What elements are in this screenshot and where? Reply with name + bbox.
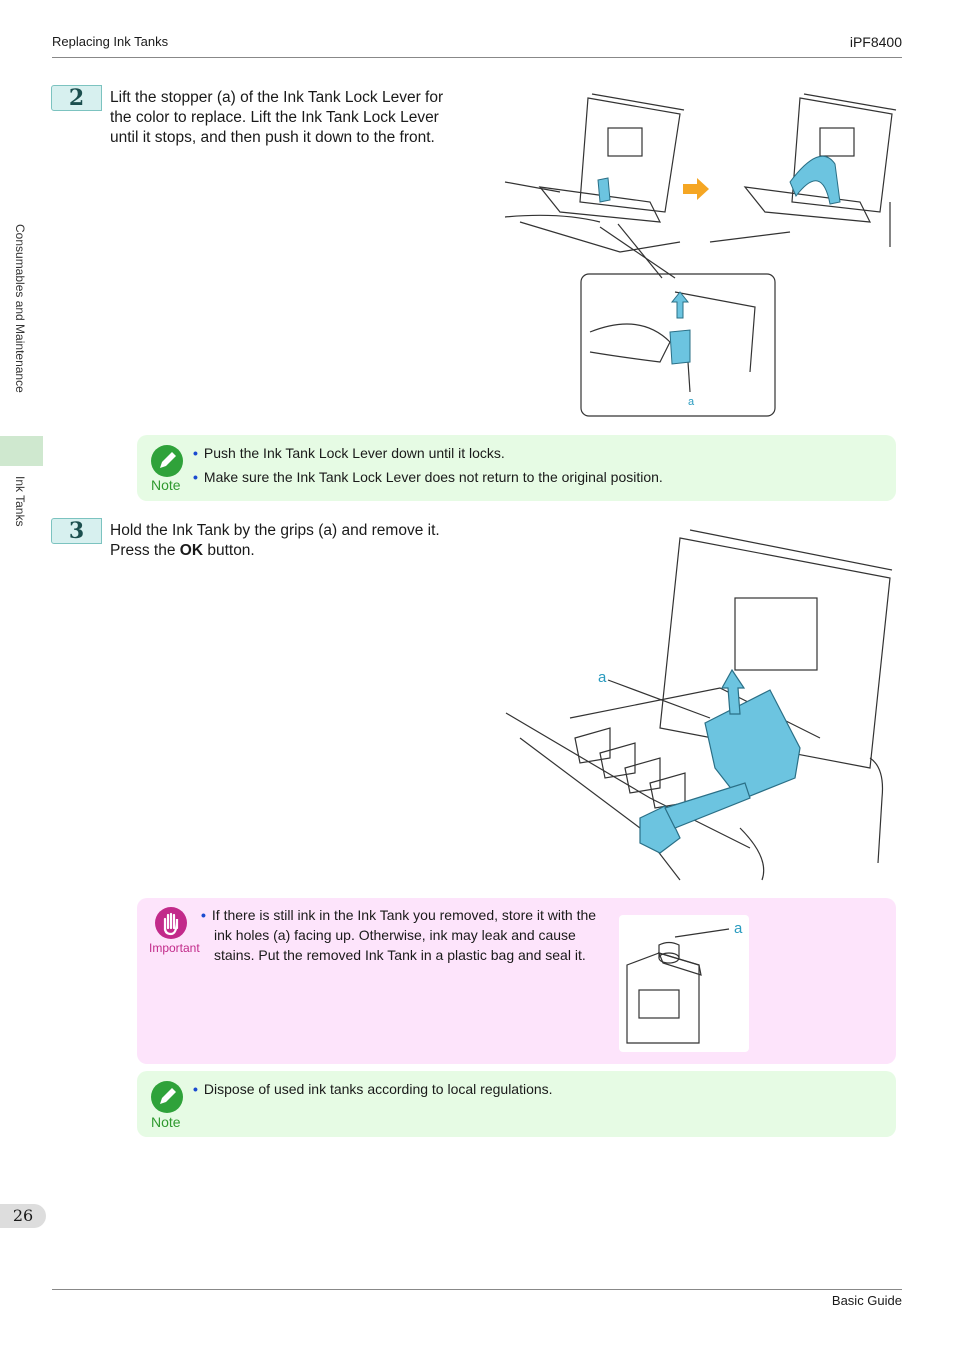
step-number: 2	[51, 85, 102, 111]
sidebar-chapter[interactable]: Consumables and Maintenance	[13, 224, 27, 393]
sidebar-active-tab	[0, 436, 43, 466]
pencil-note-icon	[151, 1081, 183, 1113]
step-3-instructions: Hold the Ink Tank by the grips (a) and r…	[110, 521, 440, 561]
footer-guide-title: Basic Guide	[831, 1293, 902, 1308]
header-section-title: Replacing Ink Tanks	[52, 34, 169, 49]
figure-label-a: a	[734, 920, 743, 937]
step-2-instructions: Lift the stopper (a) of the Ink Tank Loc…	[110, 88, 443, 148]
note-label: Note	[151, 1114, 181, 1130]
step-text-line: Press the OK button.	[110, 542, 255, 559]
note-box	[137, 435, 896, 501]
page-number: 26	[0, 1204, 46, 1228]
important-box	[137, 898, 896, 1064]
list-item: •Make sure the Ink Tank Lock Lever does …	[193, 469, 663, 485]
step-text-line: until it stops, and then push it down to…	[110, 129, 435, 146]
note-label: Note	[151, 477, 181, 493]
list-item: •If there is still ink in the Ink Tank y…	[201, 907, 597, 923]
note-list: •Push the Ink Tank Lock Lever down until…	[193, 443, 663, 487]
hand-stop-icon	[155, 907, 187, 939]
important-text: •If there is still ink in the Ink Tank y…	[201, 905, 596, 965]
step-text-line: Hold the Ink Tank by the grips (a) and r…	[110, 522, 440, 539]
pencil-note-icon	[151, 445, 183, 477]
step-text-line: Lift the stopper (a) of the Ink Tank Loc…	[110, 89, 444, 106]
figure-label-a: a	[688, 396, 695, 408]
important-label: Important	[149, 941, 200, 955]
list-item: •Dispose of used ink tanks according to …	[193, 1081, 553, 1097]
step-text-line: the color to replace. Lift the Ink Tank …	[110, 109, 439, 126]
list-item-continuation: ink holes (a) facing up. Otherwise, ink …	[214, 927, 576, 943]
ok-button-label: OK	[179, 542, 204, 559]
list-item-continuation: stains. Put the removed Ink Tank in a pl…	[214, 947, 586, 963]
header-rule	[52, 57, 902, 58]
note-list: •Dispose of used ink tanks according to …	[193, 1079, 553, 1099]
note-box	[137, 1071, 896, 1137]
list-item: •Push the Ink Tank Lock Lever down until…	[193, 445, 505, 461]
remove-ink-tank-illustration	[505, 529, 893, 881]
figure-label-a: a	[598, 669, 607, 686]
footer-rule	[52, 1289, 902, 1290]
step-number: 3	[51, 518, 102, 544]
header-model: iPF8400	[849, 34, 902, 50]
sidebar-section[interactable]: Ink Tanks	[13, 476, 27, 527]
ink-tank-figure	[619, 915, 749, 1052]
lock-lever-illustration	[504, 93, 897, 417]
